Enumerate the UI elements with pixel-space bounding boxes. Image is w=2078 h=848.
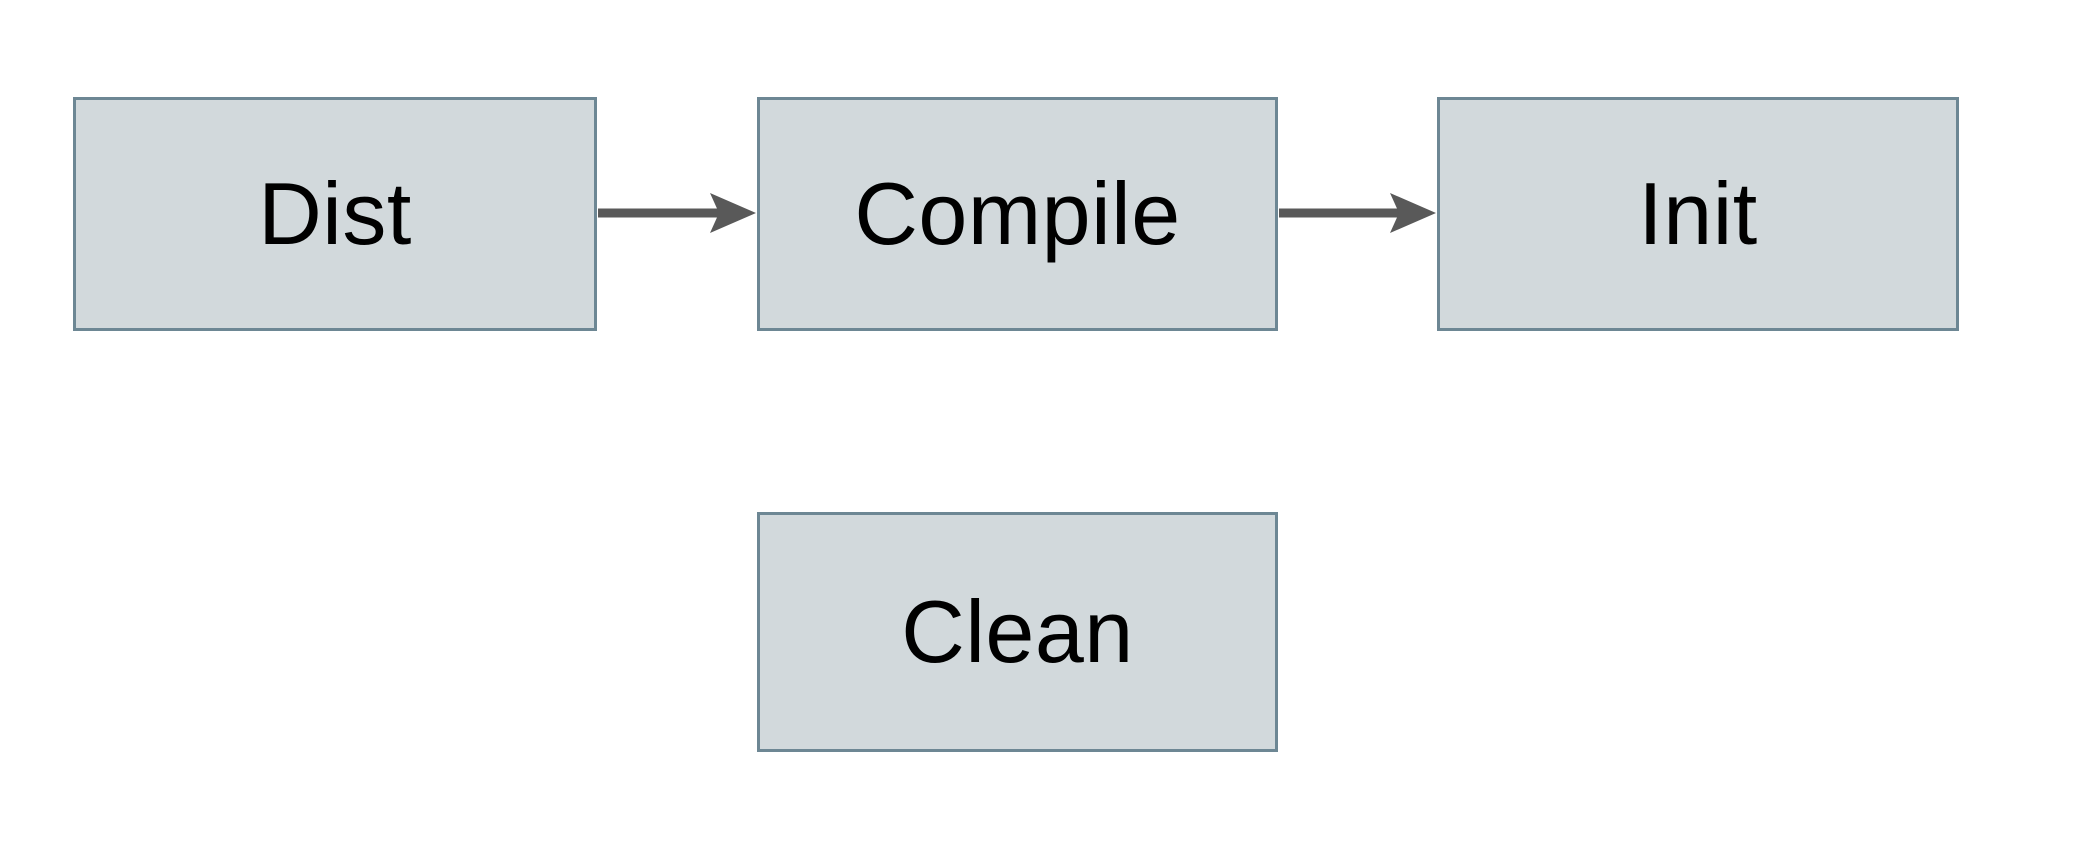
arrow-head-icon: [1390, 193, 1436, 233]
node-clean-label: Clean: [901, 582, 1134, 681]
node-compile-label: Compile: [854, 164, 1181, 263]
node-init-label: Init: [1638, 164, 1758, 263]
node-compile: Compile: [757, 97, 1278, 331]
arrow-dist-to-compile: [598, 193, 756, 233]
arrow-compile-to-init: [1279, 193, 1436, 233]
node-init: Init: [1437, 97, 1959, 331]
node-dist-label: Dist: [258, 164, 412, 263]
node-clean: Clean: [757, 512, 1278, 752]
node-dist: Dist: [73, 97, 597, 331]
arrow-head-icon: [710, 193, 756, 233]
